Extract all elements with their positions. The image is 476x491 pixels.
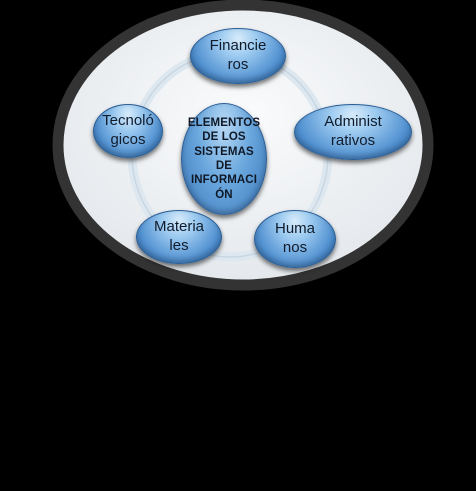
node-humanos: Huma nos	[254, 210, 336, 268]
node-financieros: Financie ros	[190, 28, 286, 84]
central-node-elementos: ELEMENTOS DE LOS SISTEMAS DE INFORMACI Ó…	[181, 103, 267, 215]
node-tecnologicos: Tecnoló gicos	[93, 104, 163, 158]
node-materiales: Materia les	[136, 210, 222, 264]
node-administrativos: Administ rativos	[294, 104, 412, 160]
